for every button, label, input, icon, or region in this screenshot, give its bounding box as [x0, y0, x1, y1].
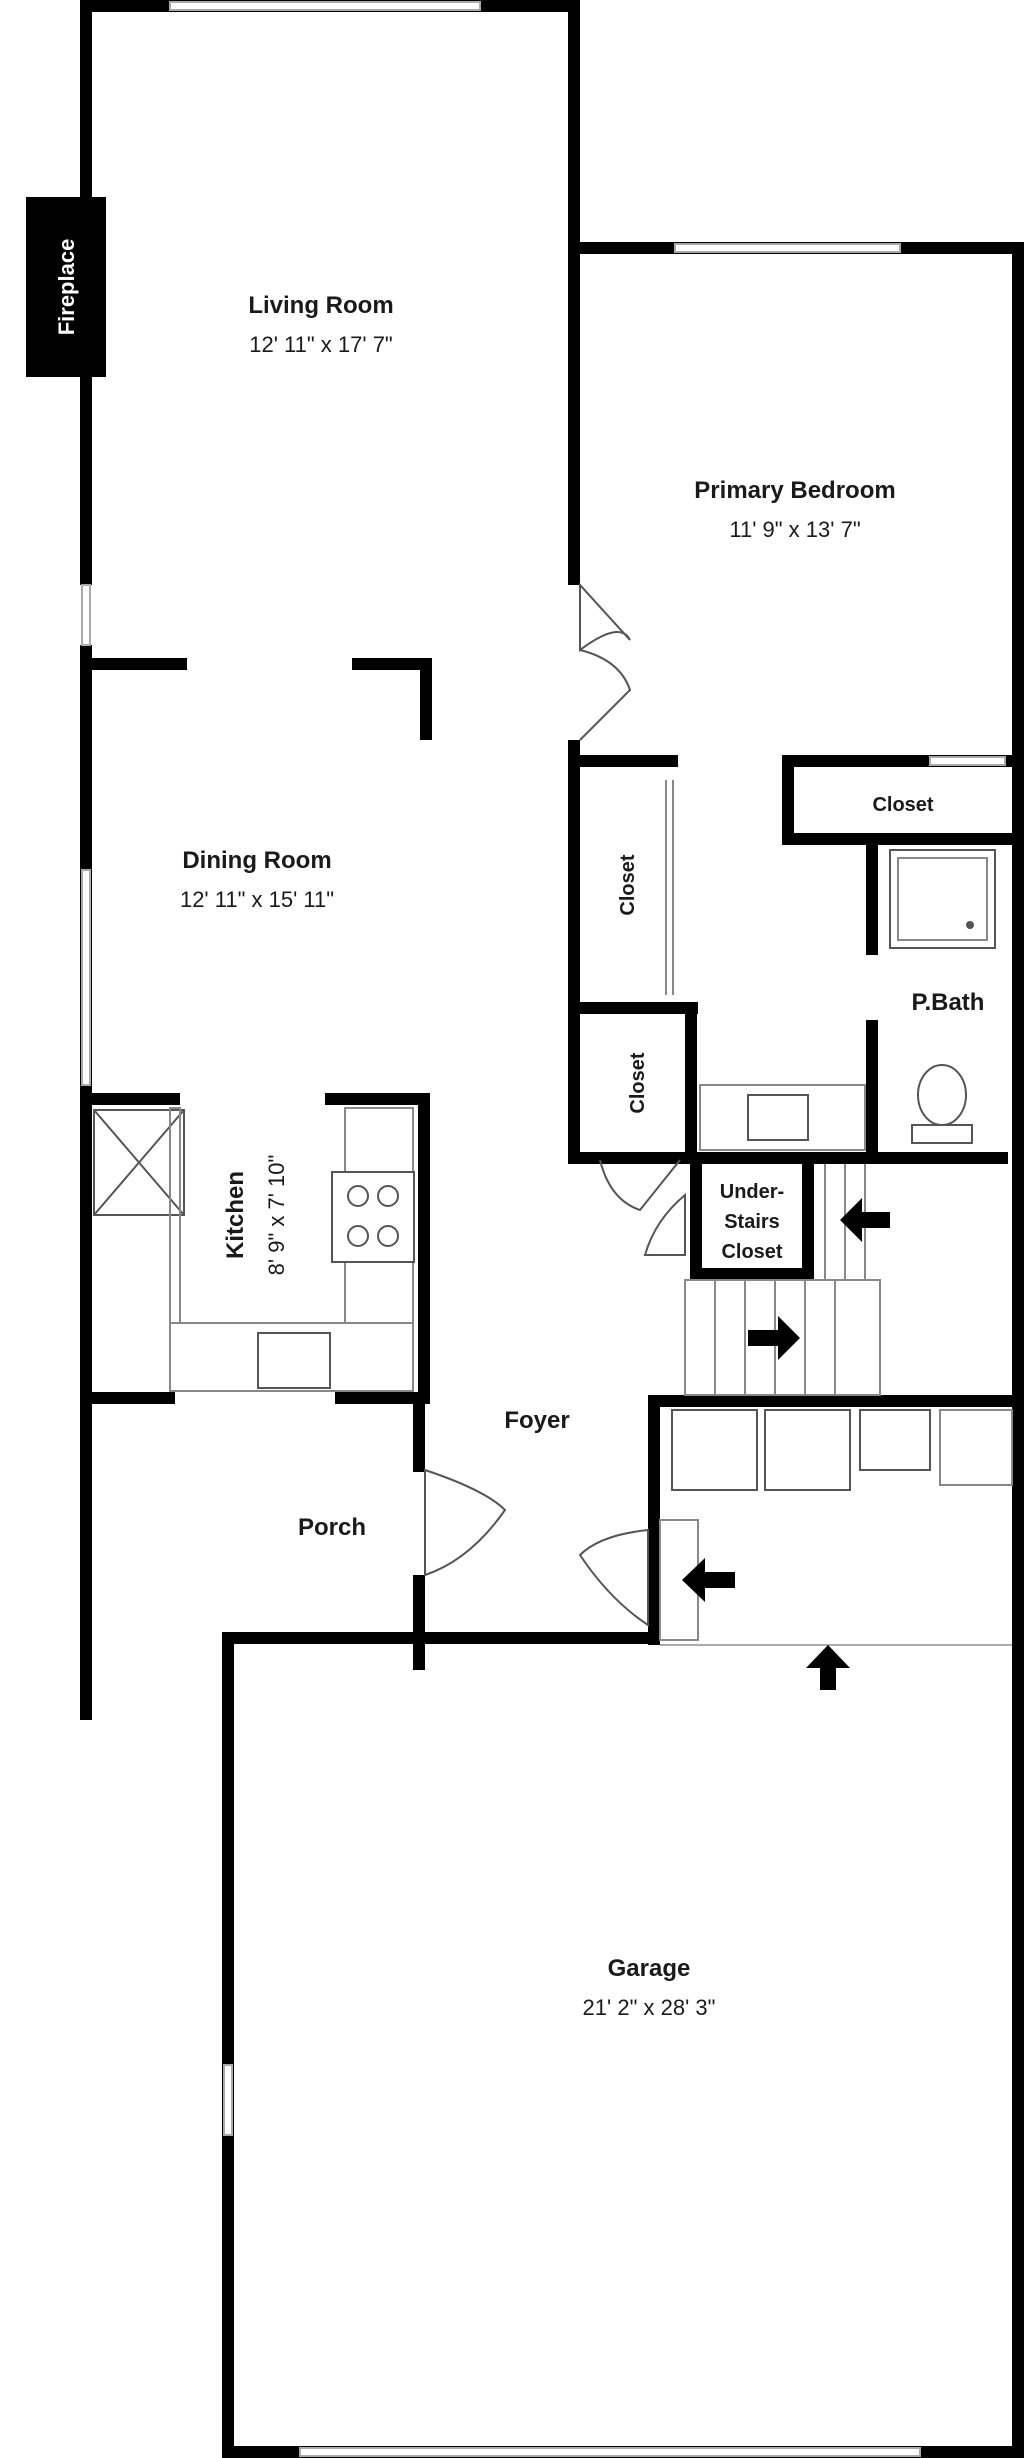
wall-understairs-left	[690, 1160, 702, 1280]
porch-name: Porch	[298, 1514, 366, 1541]
wall-shower-left	[866, 845, 878, 955]
understairs-door[interactable]	[643, 1192, 686, 1256]
arrows	[682, 1198, 890, 1690]
wall-divider-stub	[420, 658, 432, 740]
living-room-name: Living Room	[248, 292, 393, 319]
wall-closet1-top	[568, 755, 678, 767]
bedroom-door-lower[interactable]	[579, 649, 632, 741]
vanity	[699, 1084, 866, 1151]
wall-divider-right	[352, 658, 432, 670]
fireplace: Fireplace	[26, 197, 106, 377]
wall-closet2-top	[568, 1002, 698, 1014]
room-labels: Living Room 12' 11" x 17' 7" Primary Bed…	[180, 292, 985, 2020]
windows	[81, 1, 1012, 2457]
bedroom-closet-label: Closet	[872, 794, 933, 816]
wall-kitchen-right	[418, 1093, 430, 1403]
wall-porch-upper	[413, 1392, 425, 1472]
washer	[671, 1409, 758, 1491]
closet-door[interactable]	[599, 1159, 681, 1212]
primary-bedroom-name: Primary Bedroom	[694, 477, 895, 504]
arrow-up-icon	[806, 1645, 850, 1690]
wall-right	[1012, 242, 1024, 2458]
laundry-sink	[859, 1409, 931, 1471]
foyer-name: Foyer	[504, 1407, 569, 1434]
under-stairs-line2: Stairs	[724, 1211, 780, 1233]
wall-hall-left	[568, 740, 580, 1160]
closet-sliders	[665, 780, 674, 995]
wall-understairs-right	[802, 1160, 814, 1280]
kitchen-fixtures	[93, 1107, 415, 1392]
toilet-tank	[911, 1124, 973, 1144]
dining-room-dimensions: 12' 11" x 15' 11"	[180, 887, 334, 912]
hall-closet-upper-label: Closet	[617, 854, 639, 915]
pbath-name: P.Bath	[912, 989, 985, 1016]
dryer	[764, 1409, 851, 1491]
kitchen-dimensions: 8' 9" x 7' 10"	[264, 1155, 289, 1276]
doors	[424, 582, 686, 1627]
dining-room-name: Dining Room	[182, 847, 331, 874]
under-stairs-line3: Closet	[721, 1241, 782, 1263]
garage-name: Garage	[608, 1955, 691, 1982]
wall-bath-left	[866, 1020, 878, 1164]
shower-icon	[889, 849, 996, 949]
sink-icon	[747, 1094, 809, 1141]
primary-bedroom-dimensions: 11' 9" x 13' 7"	[729, 517, 860, 542]
wall-kitchen-top-left	[80, 1093, 180, 1105]
wall-divider-left	[92, 658, 187, 670]
wall-garage-left	[222, 1632, 234, 2458]
wall-kitchen-bottom-right	[335, 1392, 430, 1404]
wall-living-right	[568, 0, 580, 585]
under-stairs-line1: Under-	[720, 1181, 784, 1203]
fireplace-label: Fireplace	[54, 239, 79, 336]
living-room-dimensions: 12' 11" x 17' 7"	[249, 332, 392, 357]
wall-laundry-top	[650, 1395, 1024, 1407]
stove-icon	[331, 1171, 415, 1263]
wall-hall-top	[568, 1152, 1008, 1164]
counter-bottom	[169, 1322, 414, 1392]
sink-icon	[257, 1332, 331, 1389]
kitchen-name: Kitchen	[222, 1171, 249, 1259]
bath-fixtures	[699, 849, 996, 1151]
laundry-counter	[939, 1409, 1013, 1486]
wall-closet2-right	[685, 1002, 697, 1164]
arrow-right-icon	[748, 1316, 800, 1360]
bedroom-door-upper[interactable]	[579, 582, 631, 652]
wall-bedroom-closet-left	[782, 755, 794, 845]
porch-door[interactable]	[424, 1468, 507, 1577]
wall-kitchen-bottom-left	[80, 1392, 175, 1404]
arrow-left-icon	[840, 1198, 890, 1242]
garage-entry-door[interactable]	[578, 1528, 649, 1627]
wall-understairs-bottom	[690, 1268, 814, 1280]
garage-dimensions: 21' 2" x 28' 3"	[583, 1995, 716, 2020]
wall-laundry-left	[648, 1395, 660, 1645]
wall-porch-lower	[413, 1575, 425, 1670]
wall-left-lower	[80, 645, 92, 1720]
arrow-left-icon	[682, 1558, 735, 1602]
hall-closet-lower-label: Closet	[627, 1052, 649, 1113]
wall-bedroom-closet-bottom	[782, 833, 1012, 845]
wall-kitchen-top-right	[325, 1093, 430, 1105]
laundry	[659, 1409, 1013, 1641]
toilet-icon	[917, 1064, 967, 1126]
wall-garage-top	[222, 1632, 660, 1644]
